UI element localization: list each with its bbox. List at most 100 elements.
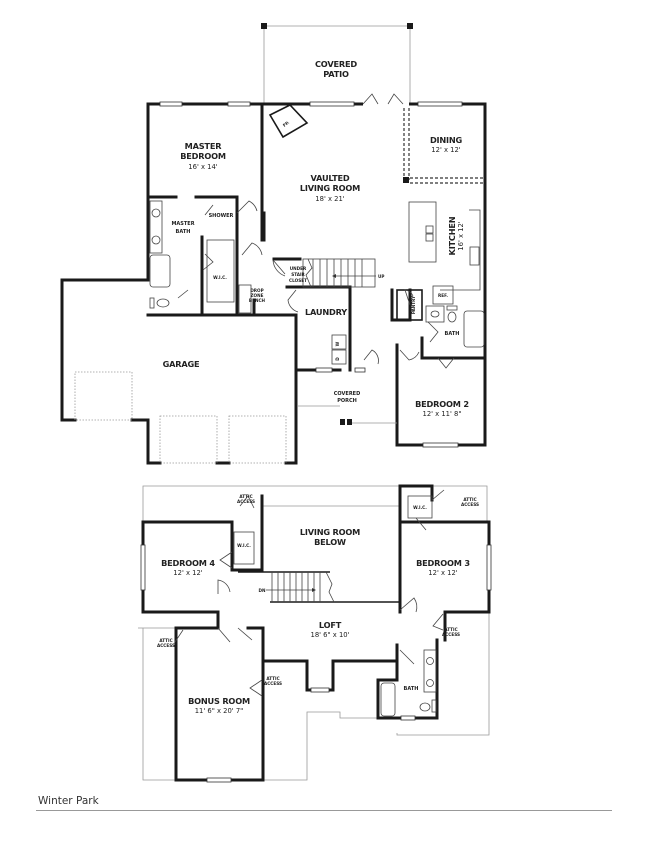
svg-text:BELOW: BELOW: [314, 537, 346, 547]
kitchen-island: [408, 201, 437, 263]
toilet-icon: [156, 298, 170, 308]
arrow-icon: [312, 588, 316, 592]
sink-icon: [425, 225, 434, 234]
closet-shelf: [233, 531, 255, 565]
sink-icon: [426, 657, 434, 665]
refrigerator-icon: [432, 285, 454, 305]
dryer-icon: [331, 349, 347, 365]
svg-text:ATTIC: ATTIC: [444, 627, 457, 632]
first-floor-labels: COVERED PATIO MASTER BEDROOM 16' x 14' V…: [163, 59, 469, 418]
stair-down: DN: [238, 571, 400, 603]
svg-text:DROP: DROP: [250, 288, 263, 293]
svg-text:D: D: [335, 357, 340, 361]
window: [309, 101, 355, 107]
svg-text:BEDROOM 3: BEDROOM 3: [416, 558, 470, 568]
post-icon: [261, 23, 267, 29]
svg-text:PANTRY: PANTRY: [411, 295, 416, 314]
svg-text:STAIR: STAIR: [291, 272, 305, 277]
svg-text:LOFT: LOFT: [319, 620, 342, 630]
svg-text:12' x 11' 8": 12' x 11' 8": [423, 410, 462, 418]
closet-shelf: [407, 495, 433, 519]
sink-icon: [151, 235, 161, 245]
svg-text:COVERED: COVERED: [334, 391, 361, 397]
closet-shelf: [206, 239, 235, 303]
svg-text:ZONE: ZONE: [251, 293, 264, 298]
toilet-icon: [447, 311, 457, 323]
svg-text:ACCESS: ACCESS: [442, 632, 460, 637]
washer-icon: [331, 334, 347, 350]
svg-text:ATTIC: ATTIC: [463, 497, 476, 502]
svg-text:BONUS ROOM: BONUS ROOM: [188, 696, 250, 706]
covered-porch-outline: [298, 367, 459, 448]
sink-icon: [425, 305, 445, 323]
svg-text:12' x 12': 12' x 12': [431, 146, 461, 154]
svg-text:12' x 12': 12' x 12': [428, 569, 458, 577]
svg-text:PATIO: PATIO: [323, 69, 349, 79]
window: [206, 777, 232, 783]
bathtub-icon: [149, 254, 171, 288]
post-icon: [347, 419, 352, 425]
svg-text:BATH: BATH: [445, 331, 460, 337]
svg-text:18' x 21': 18' x 21': [315, 195, 345, 203]
svg-text:LIVING ROOM: LIVING ROOM: [300, 183, 360, 193]
window: [310, 687, 330, 693]
svg-text:COVERED: COVERED: [315, 59, 357, 69]
sink-icon: [151, 208, 161, 218]
svg-text:16' x 12': 16' x 12': [457, 221, 465, 251]
bathtub-icon: [380, 682, 396, 717]
svg-text:BEDROOM: BEDROOM: [180, 151, 226, 161]
doors: [174, 489, 445, 697]
second-floor-labels: LIVING ROOM BELOW BEDROOM 4 12' x 12' BE…: [157, 494, 479, 715]
svg-text:18' 6" x 10': 18' 6" x 10': [311, 631, 350, 639]
master-bath-fixtures: [149, 200, 235, 309]
fireplace-icon: FP.: [268, 104, 309, 139]
svg-text:12' x 12': 12' x 12': [173, 569, 203, 577]
svg-text:PORCH: PORCH: [337, 398, 357, 404]
bathtub-icon: [463, 310, 485, 348]
svg-text:SHOWER: SHOWER: [209, 213, 234, 219]
sink-icon: [426, 679, 434, 687]
window: [486, 544, 492, 591]
svg-text:REF.: REF.: [438, 293, 448, 298]
svg-text:CLOSET: CLOSET: [289, 278, 307, 283]
bath-1-fixtures: [425, 305, 485, 348]
first-floor-plan: FP. REF. PANTRY: [60, 23, 487, 465]
plan-name: Winter Park: [38, 795, 99, 807]
svg-text:BATH: BATH: [176, 229, 191, 235]
svg-text:LAUNDRY: LAUNDRY: [305, 307, 348, 317]
second-floor-plan: DN W.I.C. W.I.C.: [138, 484, 492, 783]
roof-outlines: [138, 485, 490, 781]
svg-text:KITCHEN: KITCHEN: [447, 216, 457, 255]
svg-text:ATTIC: ATTIC: [239, 494, 252, 499]
svg-text:11' 6" x 20' 7": 11' 6" x 20' 7": [195, 707, 244, 715]
bath-2-fixtures: [380, 649, 437, 717]
svg-text:W.I.C.: W.I.C.: [413, 505, 427, 510]
svg-text:BEDROOM 2: BEDROOM 2: [415, 399, 469, 409]
washer-dryer: W D: [331, 334, 347, 365]
patio-french-door[interactable]: [362, 93, 409, 108]
toilet-icon: [419, 702, 431, 712]
svg-text:DINING: DINING: [430, 135, 463, 145]
svg-text:16' x 14': 16' x 14': [188, 163, 218, 171]
svg-text:ACCESS: ACCESS: [237, 499, 255, 504]
svg-text:DN: DN: [259, 588, 266, 593]
dining-beams: [403, 108, 485, 184]
cooktop-icon: [469, 246, 480, 266]
arrow-icon: [332, 274, 336, 278]
svg-text:MASTER: MASTER: [185, 141, 223, 151]
svg-text:BENCH: BENCH: [249, 298, 266, 303]
drop-zone-bench: [238, 284, 252, 314]
svg-text:FP.: FP.: [282, 120, 291, 128]
footer-divider: [36, 810, 612, 811]
pantry: PANTRY: [396, 289, 423, 321]
svg-text:ACCESS: ACCESS: [461, 502, 479, 507]
svg-text:W.I.C.: W.I.C.: [237, 543, 251, 548]
svg-text:GARAGE: GARAGE: [163, 359, 200, 369]
svg-text:W.I.C.: W.I.C.: [213, 275, 227, 280]
doors: [177, 200, 455, 369]
svg-text:VAULTED: VAULTED: [311, 173, 350, 183]
svg-text:LIVING ROOM: LIVING ROOM: [300, 527, 360, 537]
window: [400, 715, 416, 721]
svg-text:W: W: [335, 341, 340, 346]
